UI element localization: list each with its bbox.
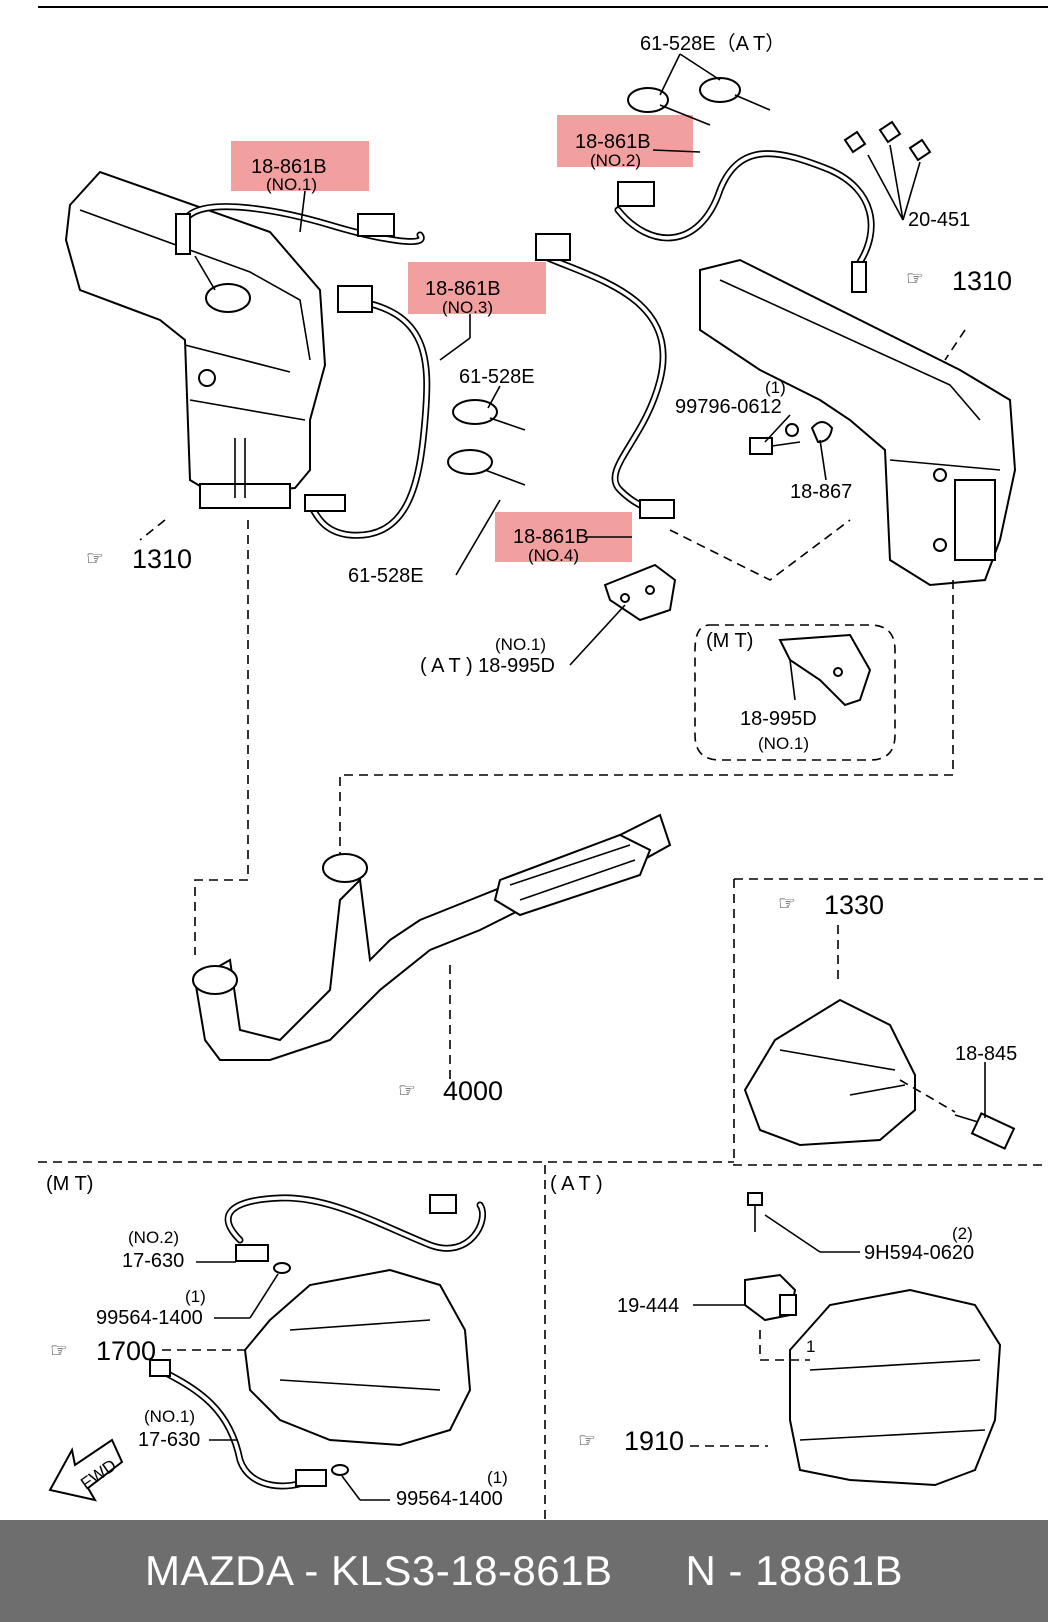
mt-17-630-b-label: 17-630 bbox=[138, 1429, 200, 1451]
clips-at bbox=[627, 77, 771, 126]
clip-at-label: 61-528E（A T） bbox=[640, 32, 785, 55]
o2-no1-note: (NO.1) bbox=[266, 175, 317, 194]
ref-1910-label: 1910 bbox=[624, 1426, 684, 1456]
o2-no2-part: 18-861B bbox=[575, 131, 651, 153]
at-bolt-9h594 bbox=[747, 1192, 763, 1232]
ref-1310-right: ☞ 1310 bbox=[906, 266, 1012, 296]
ref-1310-left: ☞ 1310 bbox=[86, 544, 192, 574]
o2-no1-part: 18-861B bbox=[251, 156, 327, 178]
sensor-18-845-label: 18-845 bbox=[955, 1043, 1017, 1065]
at-section-label: ( A T ) bbox=[550, 1173, 603, 1195]
pointing-hand-icon: ☞ bbox=[86, 548, 104, 570]
o2-no4-note: (NO.4) bbox=[528, 546, 579, 565]
parts-diagram: FWD 18-861B (NO.1) 18-861B bbox=[38, 6, 1048, 1520]
bolt-qty-label: (1) bbox=[765, 378, 786, 397]
bracket-mt-label: 18-995D bbox=[740, 708, 817, 730]
pointing-hand-icon: ☞ bbox=[578, 1430, 596, 1452]
at-small-label: 1 bbox=[806, 1337, 815, 1356]
ref-1310-left-label: 1310 bbox=[132, 544, 192, 574]
clip-61-528e-lower-label: 61-528E bbox=[348, 565, 424, 587]
mt-qty-b-label: (1) bbox=[487, 1468, 508, 1487]
footer-brand-part: MAZDA - KLS3-18-861B bbox=[144, 1547, 613, 1594]
mt-99564-b-label: 99564-1400 bbox=[396, 1488, 503, 1510]
fwd-arrow: FWD bbox=[48, 1438, 124, 1502]
ref-1330-label: 1330 bbox=[824, 890, 884, 920]
footer-banner: MAZDA - KLS3-18-861B N - 18861B bbox=[0, 1520, 1048, 1622]
bracket-mt-group-label: (M T) bbox=[706, 630, 753, 652]
clips-20-451 bbox=[843, 120, 932, 162]
bracket-mt-group bbox=[694, 624, 896, 761]
mt-o2-no1 bbox=[149, 1359, 349, 1490]
bolt-99796-label: 99796-0612 bbox=[675, 396, 782, 418]
clip-20-451-label: 20-451 bbox=[908, 209, 970, 231]
pointing-hand-icon: ☞ bbox=[778, 893, 796, 915]
mt-no1-label: (NO.1) bbox=[144, 1407, 195, 1426]
ref-1330: ☞ 1330 bbox=[778, 890, 884, 920]
bolt-99796 bbox=[749, 421, 834, 455]
ref-1700-label: 1700 bbox=[96, 1336, 156, 1366]
o2-sensor-no1 bbox=[175, 203, 425, 291]
clip-61-528e-label: 61-528E bbox=[459, 366, 535, 388]
o2-no3-note: (NO.3) bbox=[442, 298, 493, 317]
pointing-hand-icon: ☞ bbox=[398, 1080, 416, 1102]
ref-1910: ☞ 1910 bbox=[578, 1426, 684, 1456]
at-19-444-label: 19-444 bbox=[617, 1295, 679, 1317]
bracket-mt-no-label: (NO.1) bbox=[758, 734, 809, 753]
highlight-no3 bbox=[408, 262, 546, 314]
o2-no3-part: 18-861B bbox=[425, 278, 501, 300]
mt-17-630-a-label: 17-630 bbox=[122, 1250, 184, 1272]
o2-sensor-no2 bbox=[614, 150, 875, 293]
mt-qty-a-label: (1) bbox=[185, 1287, 206, 1306]
transmission-at bbox=[789, 1288, 1002, 1487]
mt-o2-no2 bbox=[224, 1194, 487, 1274]
o2-sensor-no3 bbox=[304, 285, 431, 539]
ref-4000: ☞ 4000 bbox=[398, 1076, 503, 1106]
transmission-mt bbox=[243, 1268, 472, 1447]
mt-no2-label: (NO.2) bbox=[128, 1228, 179, 1247]
clips-61-528e bbox=[447, 399, 526, 486]
sensor-18-845 bbox=[954, 1112, 1016, 1150]
highlight-no1 bbox=[231, 141, 369, 191]
mt-99564-a-label: 99564-1400 bbox=[96, 1307, 203, 1329]
footer-text: MAZDA - KLS3-18-861B N - 18861B bbox=[0, 1520, 1048, 1622]
at-sensor-19-444 bbox=[744, 1273, 797, 1322]
ref-1310-right-label: 1310 bbox=[952, 266, 1012, 296]
ref-1700: ☞ 1700 bbox=[50, 1336, 156, 1366]
exhaust-manifold-right bbox=[699, 258, 1017, 587]
washer-18-867-label: 18-867 bbox=[790, 481, 852, 503]
at-qty-label: (2) bbox=[952, 1224, 973, 1243]
air-cleaner bbox=[743, 998, 916, 1147]
o2-no2-note: (NO.2) bbox=[590, 151, 641, 170]
bracket-at bbox=[603, 563, 677, 622]
o2-sensor-no4 bbox=[535, 233, 675, 519]
group-1330-box bbox=[733, 878, 1048, 1166]
o2-no4-part: 18-861B bbox=[513, 526, 589, 548]
pointing-hand-icon: ☞ bbox=[906, 268, 924, 290]
footer-n-part: N - 18861B bbox=[685, 1547, 903, 1594]
exhaust-manifold-left bbox=[64, 170, 327, 509]
bracket-at-label: ( A T ) 18-995D bbox=[420, 655, 555, 677]
mt-section-label: (M T) bbox=[46, 1173, 93, 1195]
ref-4000-label: 4000 bbox=[443, 1076, 503, 1106]
highlight-no2 bbox=[557, 115, 693, 167]
exhaust-pipe bbox=[192, 813, 672, 1061]
bracket-at-no-label: (NO.1) bbox=[495, 635, 546, 654]
at-9h594-label: 9H594-0620 bbox=[864, 1242, 974, 1264]
pointing-hand-icon: ☞ bbox=[50, 1340, 68, 1362]
